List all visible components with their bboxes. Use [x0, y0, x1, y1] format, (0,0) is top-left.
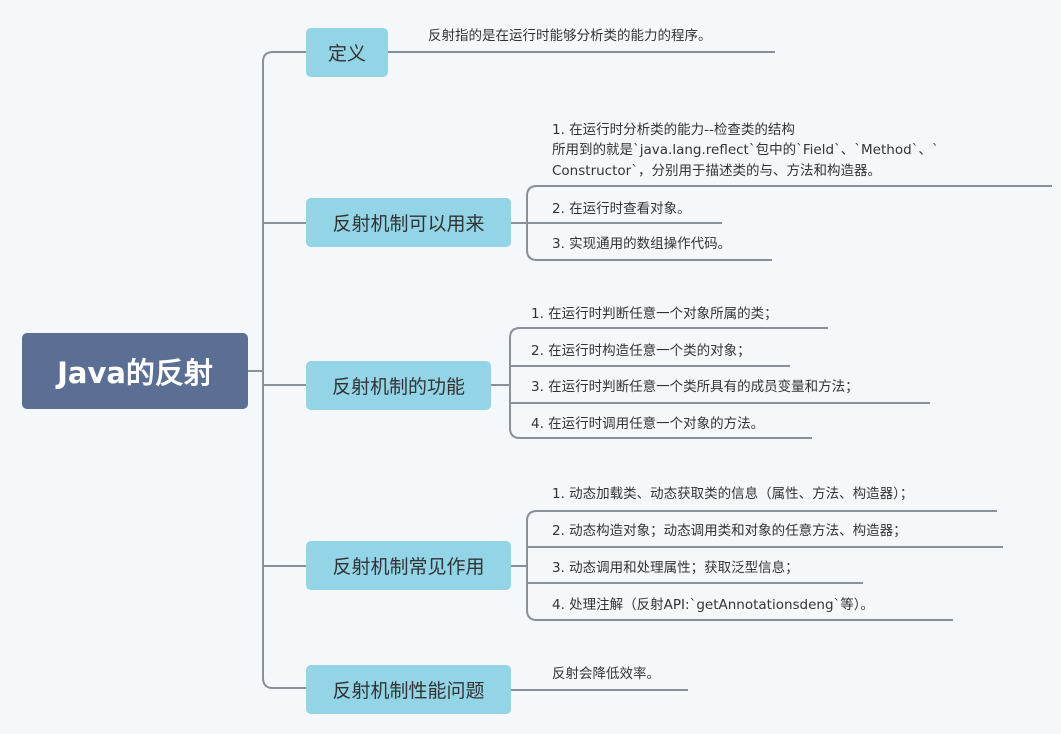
branch-uses[interactable]: 反射机制可以用来	[306, 198, 511, 247]
branch-performance[interactable]: 反射机制性能问题	[306, 665, 511, 714]
branch-common-roles[interactable]: 反射机制常见作用	[306, 541, 511, 590]
root-node[interactable]: Java的反射	[22, 333, 248, 409]
branch-definition[interactable]: 定义	[306, 28, 388, 77]
leaf-functions-2[interactable]: 2. 在运行时构造任意一个类的对象；	[531, 343, 751, 359]
leaf-roles-2[interactable]: 2. 动态构造对象；动态调用类和对象的任意方法、构造器；	[552, 523, 907, 539]
leaf-uses-2[interactable]: 2. 在运行时查看对象。	[552, 201, 691, 217]
leaf-functions-3[interactable]: 3. 在运行时判断任意一个类所具有的成员变量和方法；	[531, 379, 859, 395]
leaf-roles-3[interactable]: 3. 动态调用和处理属性；获取泛型信息；	[552, 560, 799, 576]
leaf-performance[interactable]: 反射会降低效率。	[552, 666, 660, 682]
leaf-roles-1[interactable]: 1. 动态加载类、动态获取类的信息（属性、方法、构造器）；	[552, 486, 914, 502]
leaf-roles-4[interactable]: 4. 处理注解（反射API:`getAnnotationsdeng`等）。	[552, 597, 875, 613]
leaf-uses-1-line1[interactable]: 1. 在运行时分析类的能力--检查类的结构	[552, 122, 795, 138]
branch-functions[interactable]: 反射机制的功能	[306, 361, 491, 410]
leaf-uses-1-line2[interactable]: 所用到的就是`java.lang.reflect`包中的`Field`、`Met…	[552, 142, 939, 158]
leaf-uses-1-line3[interactable]: Constructor`，分别用于描述类的与、方法和构造器。	[552, 163, 881, 179]
leaf-functions-4[interactable]: 4. 在运行时调用任意一个对象的方法。	[531, 416, 765, 432]
leaf-functions-1[interactable]: 1. 在运行时判断任意一个对象所属的类；	[531, 306, 778, 322]
leaf-uses-3[interactable]: 3. 实现通用的数组操作代码。	[552, 236, 732, 252]
leaf-definition[interactable]: 反射指的是在运行时能够分析类的能力的程序。	[428, 28, 712, 44]
